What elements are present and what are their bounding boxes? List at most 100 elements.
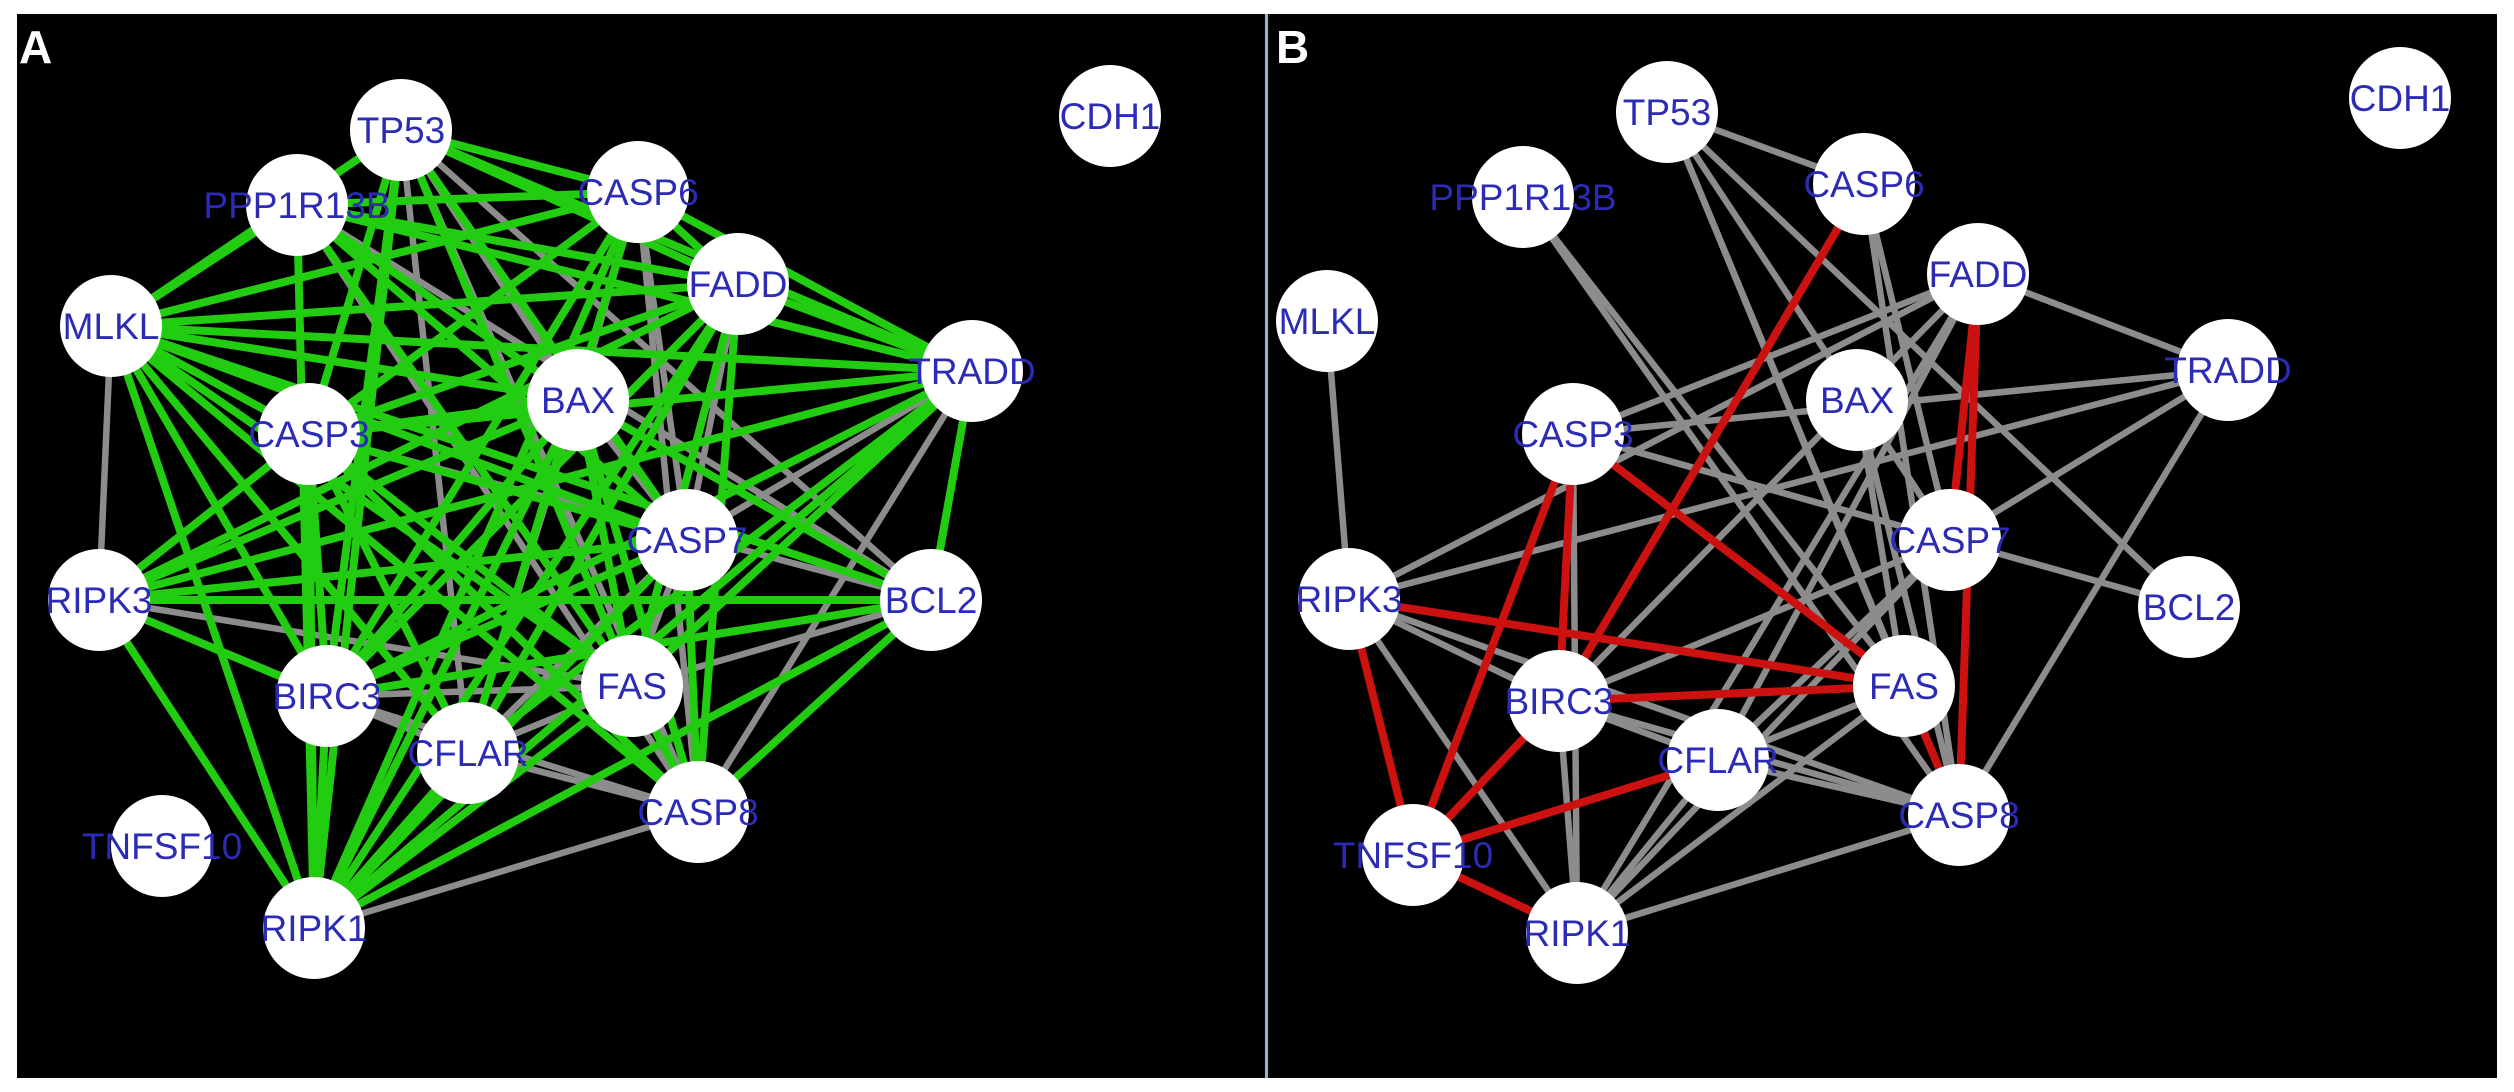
- node-fas: [1853, 635, 1955, 737]
- node-tradd: [921, 320, 1023, 422]
- edge-bax-ripk1: [310, 396, 582, 932]
- edge-mlkl-bax: [107, 322, 582, 404]
- node-birc3: [276, 645, 378, 747]
- edge-tp53-casp7: [1663, 108, 1954, 544]
- edge-tradd-ripk3: [1345, 366, 2232, 603]
- node-tp53: [1616, 61, 1718, 163]
- node-fas: [581, 635, 683, 737]
- node-tp53: [350, 79, 452, 181]
- edge-ripk3-casp8: [1345, 595, 1963, 819]
- edge-casp6-casp3: [305, 188, 642, 438]
- edge-mlkl-fadd: [107, 280, 742, 330]
- edge-bcl2-fas: [628, 596, 935, 690]
- edge-ripk3-ripk1: [1345, 595, 1581, 937]
- node-label-cflar: CFLAR: [1657, 740, 1778, 781]
- node-label-bcl2: BCL2: [885, 580, 978, 621]
- node-casp6: [587, 141, 689, 243]
- node-label-tradd: TRADD: [2164, 350, 2291, 391]
- node-label-fas: FAS: [1869, 666, 1939, 707]
- node-label-tp53: TP53: [1623, 92, 1711, 133]
- node-label-birc3: BIRC3: [273, 676, 382, 717]
- edge-casp6-birc3: [1555, 180, 1868, 705]
- node-casp7: [1899, 489, 2001, 591]
- node-label-fadd: FADD: [689, 264, 788, 305]
- node-casp3: [258, 383, 360, 485]
- panel-divider-line: [1265, 14, 1268, 1078]
- node-label-casp8: CASP8: [1898, 795, 2019, 836]
- edge-casp7-cflar: [1714, 536, 1954, 764]
- node-ripk3: [1298, 548, 1400, 650]
- node-bcl2: [2138, 556, 2240, 658]
- edge-cflar-tnfsf10: [1409, 756, 1722, 859]
- node-label-ppp1r13b: PPP1R13B: [203, 185, 390, 226]
- edge-casp6-tradd: [634, 188, 976, 375]
- node-tradd: [2177, 319, 2279, 421]
- edge-bcl2-casp8: [694, 596, 935, 816]
- node-label-casp7: CASP7: [1889, 520, 2010, 561]
- node-label-tnfsf10: TNFSF10: [82, 826, 242, 867]
- edge-tp53-bcl2: [397, 126, 935, 604]
- edge-ppp1r13b-fadd: [293, 201, 742, 288]
- node-label-casp3: CASP3: [248, 414, 369, 455]
- edge-fas-ripk1: [310, 682, 636, 932]
- node-label-birc3: BIRC3: [1505, 681, 1614, 722]
- node-label-ripk3: RIPK3: [1296, 579, 1403, 620]
- edge-tradd-casp7: [1946, 366, 2232, 544]
- node-fadd: [1927, 223, 2029, 325]
- node-casp6: [1813, 133, 1915, 235]
- node-ppp1r13b: [246, 154, 348, 256]
- node-ripk1: [1526, 882, 1628, 984]
- edge-fadd-casp3: [305, 280, 742, 438]
- edge-casp7-birc3: [323, 536, 691, 700]
- edge-fadd-casp3: [1569, 270, 1982, 438]
- edge-fadd-cflar: [1714, 270, 1982, 764]
- panel-letter-a: A: [19, 21, 53, 73]
- edge-tp53-tradd: [397, 126, 976, 375]
- node-label-cdh1: CDH1: [2350, 78, 2451, 119]
- edge-fadd-ripk3: [95, 280, 742, 604]
- node-label-tnfsf10: TNFSF10: [1333, 835, 1493, 876]
- edge-mlkl-birc3: [107, 322, 331, 700]
- node-label-fas: FAS: [597, 666, 667, 707]
- node-cflar: [1667, 709, 1769, 811]
- edge-casp7-ripk3: [95, 536, 691, 604]
- edge-bax-casp8: [574, 396, 702, 816]
- edge-fadd-ripk3: [1345, 270, 1982, 603]
- node-label-mlkl: MLKL: [63, 306, 160, 347]
- node-label-casp3: CASP3: [1512, 414, 1633, 455]
- node-bax: [527, 349, 629, 451]
- node-label-bax: BAX: [1820, 380, 1894, 421]
- node-label-bcl2: BCL2: [2143, 587, 2236, 628]
- node-fadd: [687, 233, 789, 335]
- node-cdh1: [1059, 65, 1161, 167]
- node-label-casp6: CASP6: [577, 172, 698, 213]
- edge-birc3-fas: [1555, 682, 1908, 705]
- edge-mlkl-casp6: [107, 188, 642, 330]
- node-label-ripk1: RIPK1: [1524, 913, 1631, 954]
- panel-letter-b: B: [1276, 21, 1310, 73]
- edge-casp3-casp7: [305, 430, 691, 544]
- edge-casp8-ripk1: [310, 808, 702, 932]
- node-casp8: [1908, 764, 2010, 866]
- node-ripk1: [263, 877, 365, 979]
- node-mlkl: [60, 275, 162, 377]
- node-label-casp8: CASP8: [637, 792, 758, 833]
- node-label-casp7: CASP7: [626, 520, 747, 561]
- edge-bax-bcl2: [574, 396, 935, 604]
- node-casp3: [1522, 383, 1624, 485]
- node-label-casp6: CASP6: [1803, 164, 1924, 205]
- node-cflar: [417, 702, 519, 804]
- edge-casp7-birc3: [1555, 536, 1954, 705]
- node-tnfsf10: [1362, 804, 1464, 906]
- edge-casp3-tnfsf10: [1409, 430, 1577, 859]
- node-tnfsf10: [111, 795, 213, 897]
- edge-fas-ripk1: [1573, 682, 1908, 937]
- node-label-ripk3: RIPK3: [46, 580, 153, 621]
- node-casp7: [636, 489, 738, 591]
- node-label-bax: BAX: [541, 380, 615, 421]
- node-label-ppp1r13b: PPP1R13B: [1429, 177, 1616, 218]
- node-mlkl: [1276, 270, 1378, 372]
